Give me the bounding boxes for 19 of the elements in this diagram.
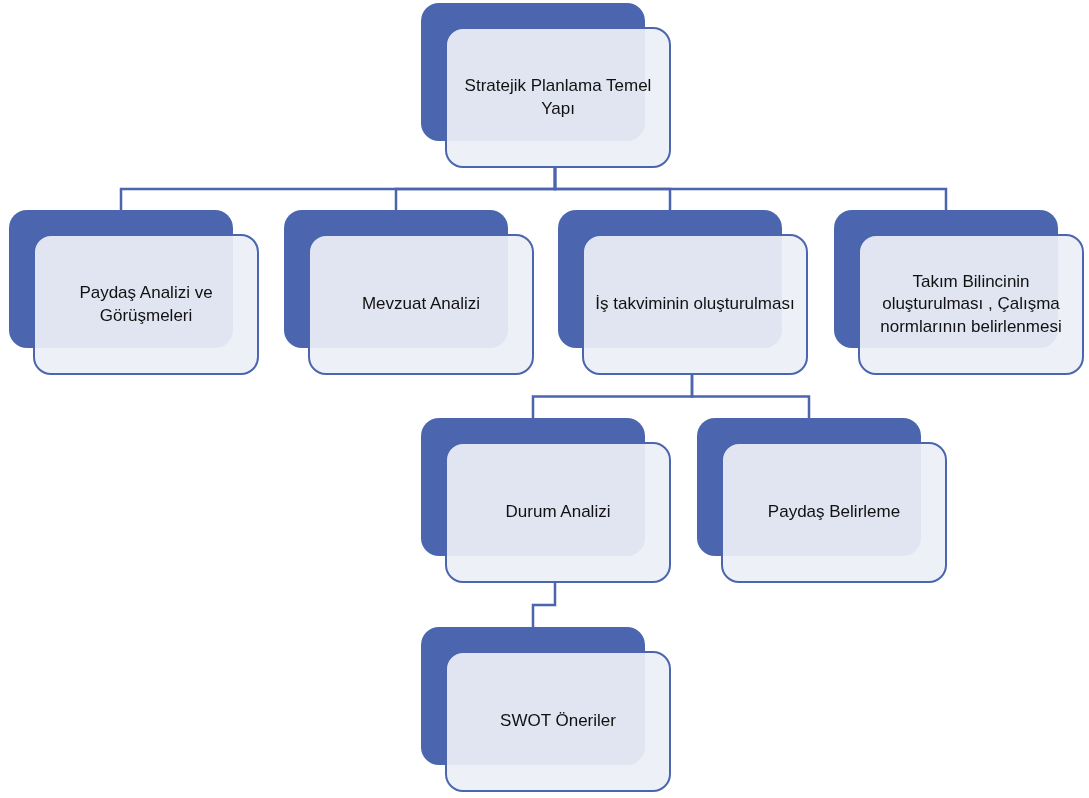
connector-line xyxy=(553,168,948,210)
process-box xyxy=(284,210,534,375)
process-box xyxy=(697,418,947,583)
node-label: Stratejik Planlama Temel Yapı xyxy=(463,75,653,120)
process-box xyxy=(9,210,259,375)
process-box xyxy=(421,418,671,583)
node-label: Takım Bilincinin oluşturulması , Çalışma normlarının belirlenmesi xyxy=(879,271,1063,338)
node-label: Mevzuat Analizi xyxy=(360,293,482,316)
process-box xyxy=(421,3,671,168)
process-box xyxy=(834,210,1084,375)
connector-line xyxy=(531,583,557,627)
node-label: Paydaş Analizi ve Görüşmeleri xyxy=(78,282,214,327)
process-box xyxy=(558,210,808,375)
process-box xyxy=(421,627,671,792)
connector-line xyxy=(690,375,811,418)
node-label: Durum Analizi xyxy=(504,501,612,524)
node-label: SWOT Öneriler xyxy=(499,710,617,733)
node-label: İş takviminin oluşturulması xyxy=(594,293,796,316)
node-label: Paydaş Belirleme xyxy=(766,501,902,524)
